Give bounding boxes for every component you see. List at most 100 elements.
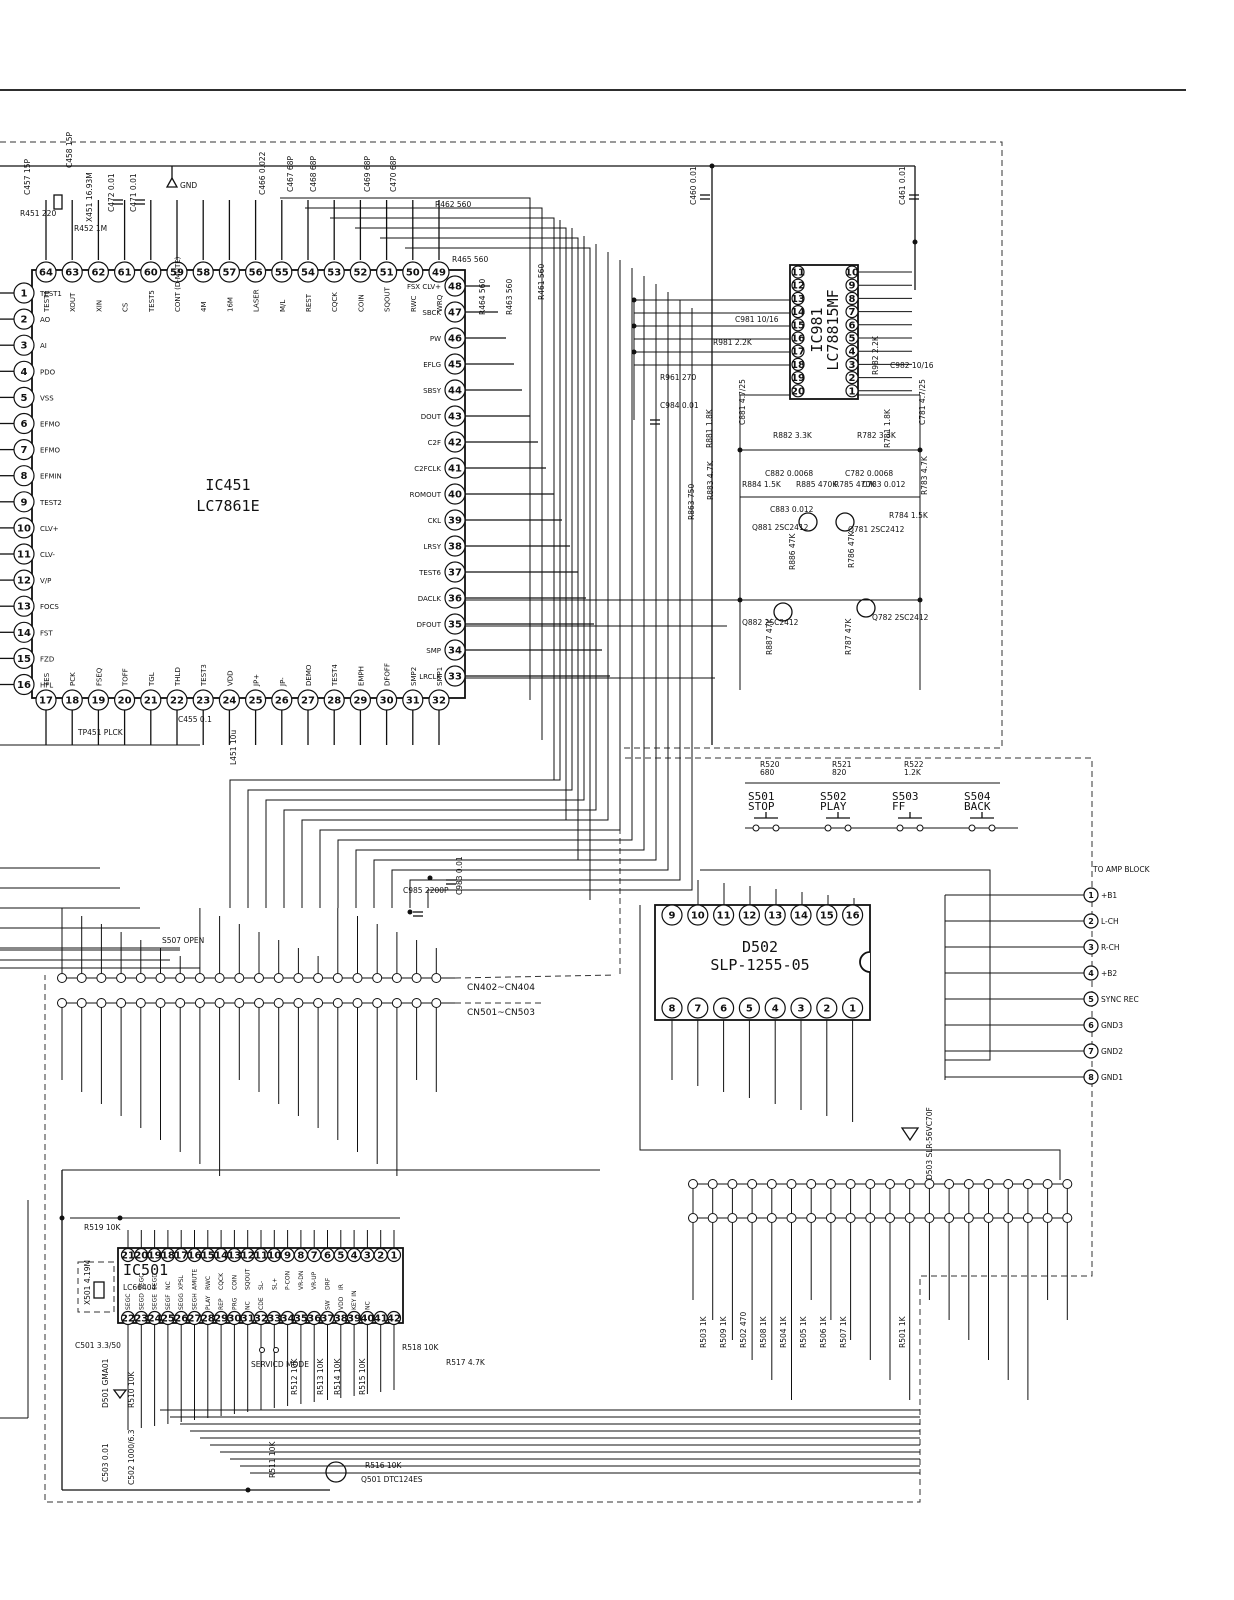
- ic981-part: LC78815MF: [824, 289, 842, 370]
- ic501-pin-5-number: 5: [337, 1251, 344, 1262]
- q501-label: Q501 DTC124ES: [361, 1475, 423, 1484]
- ic501-pin-label: VR-UP: [311, 1271, 318, 1290]
- ic451-pin-label: CONT (D-MUTE): [174, 256, 182, 312]
- ic981-pin-10-circle: [845, 265, 859, 279]
- d501-label: D501 GMA01: [101, 1358, 110, 1408]
- panel-lower-contact: [983, 1213, 994, 1223]
- ic451-pin-58-number: 58: [196, 268, 210, 279]
- amp-pin-circle: [1083, 1043, 1099, 1059]
- cn-lower-contact: [352, 998, 363, 1008]
- ic451-pin-61-number: 61: [118, 268, 132, 279]
- trunk-line: [265, 236, 585, 908]
- ic981-pin-6-number: 6: [849, 320, 856, 331]
- ic451-pin-label: TEST3: [200, 664, 208, 687]
- junction-dot: [59, 1215, 65, 1221]
- c457-label: C457 15P: [23, 159, 32, 195]
- ic981-pin-12-number: 12: [791, 281, 805, 292]
- ic451-pin-label: COIN: [357, 294, 365, 312]
- q782-label: Q782 2SC2412: [872, 613, 929, 622]
- panel-upper-contact: [806, 1179, 817, 1189]
- ic451-pin-25-number: 25: [249, 696, 263, 707]
- switch-resistor-value: 680: [760, 768, 775, 777]
- ic451-pin-22-circle: [166, 689, 188, 711]
- ic451-pin-44-circle: [444, 379, 466, 401]
- ic981-pin-18-circle: [791, 357, 805, 371]
- ic981-pin-3-circle: [845, 357, 859, 371]
- ic451-pin-5-circle: [13, 386, 35, 408]
- ic981-pin-11-number: 11: [791, 268, 805, 279]
- r981-label: R981 2.2K: [713, 338, 753, 347]
- key-switches: R520680S501STOPR521820S502PLAYR5221.2KS5…: [748, 760, 996, 832]
- cn-lower-contact: [155, 998, 166, 1008]
- ic451-pin-19-number: 19: [91, 696, 105, 707]
- panel-upper-contact: [766, 1179, 777, 1189]
- ic451-pin-37-number: 37: [448, 568, 462, 579]
- ic451-pin-8-circle: [13, 465, 35, 487]
- ic451-pin-60-circle: [140, 261, 162, 283]
- ic501-pin-38-number: 38: [334, 1314, 348, 1325]
- ic451-part: LC7861E: [196, 497, 259, 515]
- cn-upper-contact: [76, 973, 87, 983]
- cn-upper-contact: [332, 973, 343, 983]
- d502-ref: D502: [742, 938, 778, 956]
- panel-upper-contact: [983, 1179, 994, 1189]
- switch-ref: S503: [892, 790, 919, 803]
- cn-lower-contact: [391, 998, 402, 1008]
- ic451-pin-label: EMPH: [357, 666, 365, 686]
- ic451-pin-36-number: 36: [448, 594, 462, 605]
- cn-upper-contact: [273, 973, 284, 983]
- c503-label: C503 0.01: [101, 1443, 110, 1482]
- ic981-pin-17-circle: [791, 344, 805, 358]
- d502-pin-4-circle: [764, 997, 786, 1019]
- ic451-pin-48-circle: [444, 275, 466, 297]
- ic501-pin-13-number: 13: [227, 1251, 241, 1262]
- c882-label: C882 0.0068: [765, 469, 813, 478]
- d502-pin-7-number: 7: [694, 1004, 701, 1015]
- ic451-pin-label: TES: [43, 672, 51, 687]
- ic451-pin-label: SBSY: [423, 387, 442, 395]
- cn-lower-contact: [175, 998, 186, 1008]
- r516-label: R516 10K: [365, 1461, 402, 1470]
- ic451-pin-25-circle: [245, 689, 267, 711]
- ic501-pin-label: NC: [165, 1281, 172, 1290]
- panel-upper-contact: [707, 1179, 718, 1189]
- ic451-pin-label: PCK: [69, 672, 77, 686]
- ic451-pin-label: FSEQ: [95, 667, 103, 686]
- r785-label: R785 470K: [834, 480, 876, 489]
- panel-upper-contact: [747, 1179, 758, 1189]
- ic451-pin-9-circle: [13, 491, 35, 513]
- cn-upper-label: CN402~CN404: [467, 983, 535, 993]
- panel-upper-contact: [1003, 1179, 1014, 1189]
- ic451-pin-26-number: 26: [275, 696, 289, 707]
- panel-lower-contact: [707, 1213, 718, 1223]
- ic451-pin-47-number: 47: [448, 308, 462, 319]
- cn-upper-dash: [454, 974, 616, 979]
- d502-pin-13-number: 13: [768, 911, 782, 922]
- ic451-pin-label: CLV-: [40, 551, 55, 559]
- panel-lower-contact: [904, 1213, 915, 1223]
- ic451-pin-8-number: 8: [21, 471, 28, 482]
- junction-dot: [709, 163, 715, 169]
- r511-label: R511 10K: [268, 1441, 277, 1478]
- ic501-pin-25-number: 25: [161, 1314, 175, 1325]
- ic451-pin-34-circle: [444, 639, 466, 661]
- ic451-pin-label: DFOUT: [417, 621, 442, 629]
- ic981-pin-10-number: 10: [845, 268, 859, 279]
- ic451-pin-7-number: 7: [21, 445, 28, 456]
- ic451-ref: IC451: [205, 476, 250, 494]
- panel-upper-contact: [963, 1179, 974, 1189]
- r463-label: R463 560: [505, 279, 514, 315]
- ic451-pin-label: THLD: [174, 667, 182, 687]
- ic451-pin-39-circle: [444, 509, 466, 531]
- ic501-pin-4-number: 4: [351, 1251, 358, 1262]
- ic451-pin-62-number: 62: [91, 268, 105, 279]
- d502-top-loop: [700, 869, 991, 1061]
- amp-pin-label: R-CH: [1101, 943, 1120, 952]
- ic451-pin-label: FZD: [40, 655, 54, 663]
- r504-label: R504 1K: [779, 1315, 788, 1348]
- c984-label: C984 0.01: [660, 401, 699, 410]
- service-switch-contact: [259, 1347, 265, 1353]
- amp-pin-circle: [1083, 939, 1099, 955]
- ic501-part: LC66404: [123, 1283, 157, 1292]
- r517-label: R517 4.7K: [446, 1358, 486, 1367]
